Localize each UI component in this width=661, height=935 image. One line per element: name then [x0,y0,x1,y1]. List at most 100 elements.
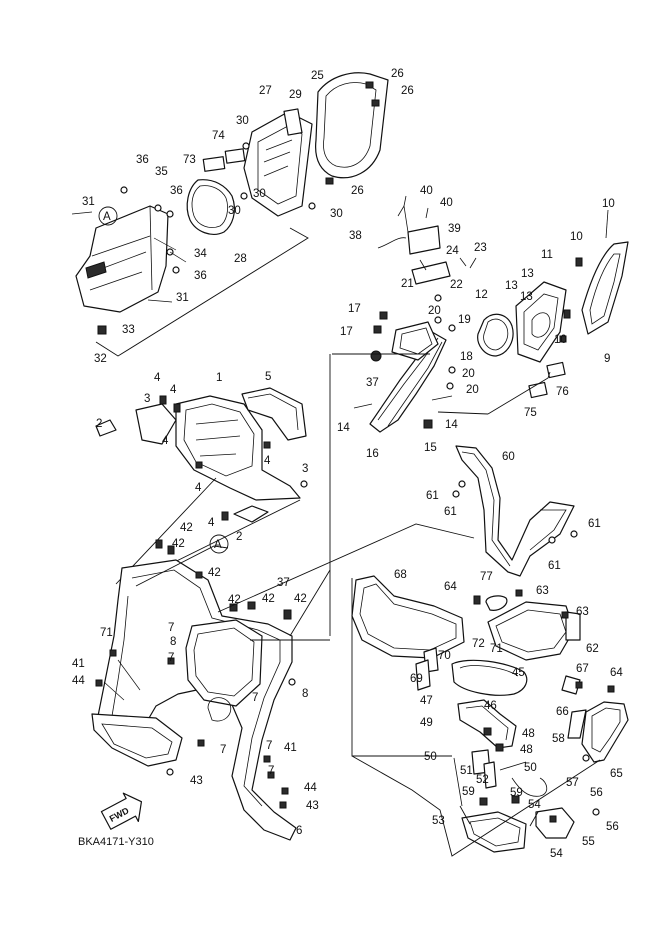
callout-60: 60 [502,451,515,463]
callout-66: 66 [556,706,569,718]
callout-46: 46 [484,700,497,712]
callout-44: 44 [72,675,85,687]
cover-part-53 [461,811,527,853]
callout-4: 4 [154,372,161,384]
callout-24: 24 [446,245,459,257]
callout-73: 73 [183,154,196,166]
callout-4: 4 [264,455,271,467]
callout-30: 30 [330,208,343,220]
callout-34: 34 [194,248,207,260]
callout-7: 7 [252,692,258,704]
cap-part-77 [485,595,508,611]
callout-10: 10 [602,198,615,210]
callout-64: 64 [444,581,457,593]
callout-74: 74 [212,130,225,142]
callout-43: 43 [190,775,203,787]
callout-21: 21 [401,278,414,290]
callout-10: 10 [554,334,567,346]
callout-43: 43 [306,800,319,812]
callout-16: 16 [366,448,379,460]
callout-20: 20 [466,384,479,396]
callout-12: 12 [475,289,488,301]
callout-41: 41 [72,658,85,670]
callout-8: 8 [302,688,308,700]
callout-9: 9 [604,353,610,365]
arm-part-60 [455,445,575,577]
callout-31: 31 [176,292,189,304]
callout-62: 62 [586,643,599,655]
callout-56: 56 [606,821,619,833]
inner-panel-assembly [95,387,308,585]
callout-30: 30 [253,188,266,200]
callout-63: 63 [536,585,549,597]
side-cover-part-9 [581,241,629,335]
top-right-assembly [377,195,629,415]
callout-38: 38 [349,230,362,242]
callout-17: 17 [348,303,361,315]
callout-71: 71 [490,643,503,655]
callout-67: 67 [576,663,589,675]
seat-part-45 [451,659,528,696]
callout-8: 8 [170,636,176,648]
callout-51: 51 [460,765,473,777]
callout-76: 76 [556,386,569,398]
callout-40: 40 [440,197,453,209]
panel-part-5 [241,387,307,441]
callout-54: 54 [550,848,563,860]
callout-4: 4 [195,482,202,494]
callout-4: 4 [208,517,215,529]
callout-31: 31 [82,196,95,208]
callout-68: 68 [394,569,407,581]
callout-35: 35 [155,166,168,178]
callout-39: 39 [448,223,461,235]
callout-61: 61 [444,506,457,518]
callout-33: 33 [122,324,135,336]
callout-48: 48 [520,744,533,756]
callout-56: 56 [590,787,603,799]
callout-19: 19 [458,314,471,326]
callout-13: 13 [521,268,534,280]
callout-42: 42 [180,522,193,534]
relay-part-39 [407,225,441,255]
callout-26: 26 [351,185,364,197]
callout-17: 17 [340,326,353,338]
callout-42: 42 [294,593,307,605]
top-left-assembly [71,72,389,357]
callout-22: 22 [450,279,463,291]
callout-26: 26 [391,68,404,80]
callout-11: 11 [541,249,553,261]
diagram-code: BKA4171-Y310 [78,836,154,848]
callout-61: 61 [426,490,439,502]
callout-58: 58 [552,733,565,745]
callout-53: 53 [432,815,445,827]
callout-20: 20 [462,368,475,380]
meter-cover-part-25 [315,72,389,179]
leg-shield-assembly: FWD [91,523,475,841]
callout-42: 42 [228,594,241,606]
callout-7: 7 [266,740,272,752]
callout-55: 55 [582,836,595,848]
callout-29: 29 [289,89,302,101]
callout-42: 42 [208,567,221,579]
callout-49: 49 [420,717,433,729]
callout-47: 47 [420,695,433,707]
callout-61: 61 [588,518,601,530]
callout-15: 15 [424,442,437,454]
center-stay-assembly [329,311,489,636]
callout-30: 30 [228,205,241,217]
callout-2: 2 [236,531,242,543]
callout-2: 2 [96,418,102,430]
callout-52: 52 [476,774,489,786]
callout-64: 64 [610,667,623,679]
callout-42: 42 [262,593,275,605]
callout-59: 59 [510,787,523,799]
callout-6: 6 [296,825,302,837]
callout-13: 13 [505,280,518,292]
callout-69: 69 [410,673,423,685]
callout-54: 54 [528,799,541,811]
callout-27: 27 [259,85,272,97]
panel-part-1 [175,395,301,501]
callout-36: 36 [194,270,207,282]
storage-assembly [351,575,629,857]
